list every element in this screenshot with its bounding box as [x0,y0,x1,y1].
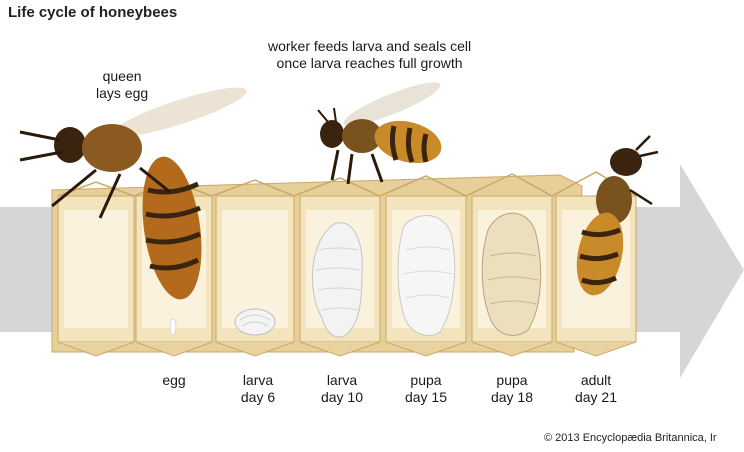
stage-day: day 18 [472,389,552,406]
stage-label-pupa-day18: pupa day 18 [472,372,552,406]
stage-label-adult-day21: adult day 21 [556,372,636,406]
stage-label-pupa-day15: pupa day 15 [386,372,466,406]
stage-name: egg [134,372,214,389]
stage-name: adult [556,372,636,389]
egg-shape [170,319,176,335]
stage-day: day 21 [556,389,636,406]
stage-name: pupa [386,372,466,389]
stage-day: day 10 [302,389,382,406]
stage-name: larva [218,372,298,389]
pupa-day15-shape [398,216,455,336]
copyright-notice: © 2013 Encyclopædia Britannica, Ir [544,432,717,444]
stage-day: day 6 [218,389,298,406]
stage-label-larva-day6: larva day 6 [218,372,298,406]
pupa-day18-shape [482,213,540,335]
stage-label-larva-day10: larva day 10 [302,372,382,406]
comb-cell-1 [58,196,134,356]
worker-bee-illustration [318,75,446,184]
stage-name: larva [302,372,382,389]
stage-day: day 15 [386,389,466,406]
larva-day6-shape [235,309,275,335]
stage-name: pupa [472,372,552,389]
stage-label-egg: egg [134,372,214,389]
